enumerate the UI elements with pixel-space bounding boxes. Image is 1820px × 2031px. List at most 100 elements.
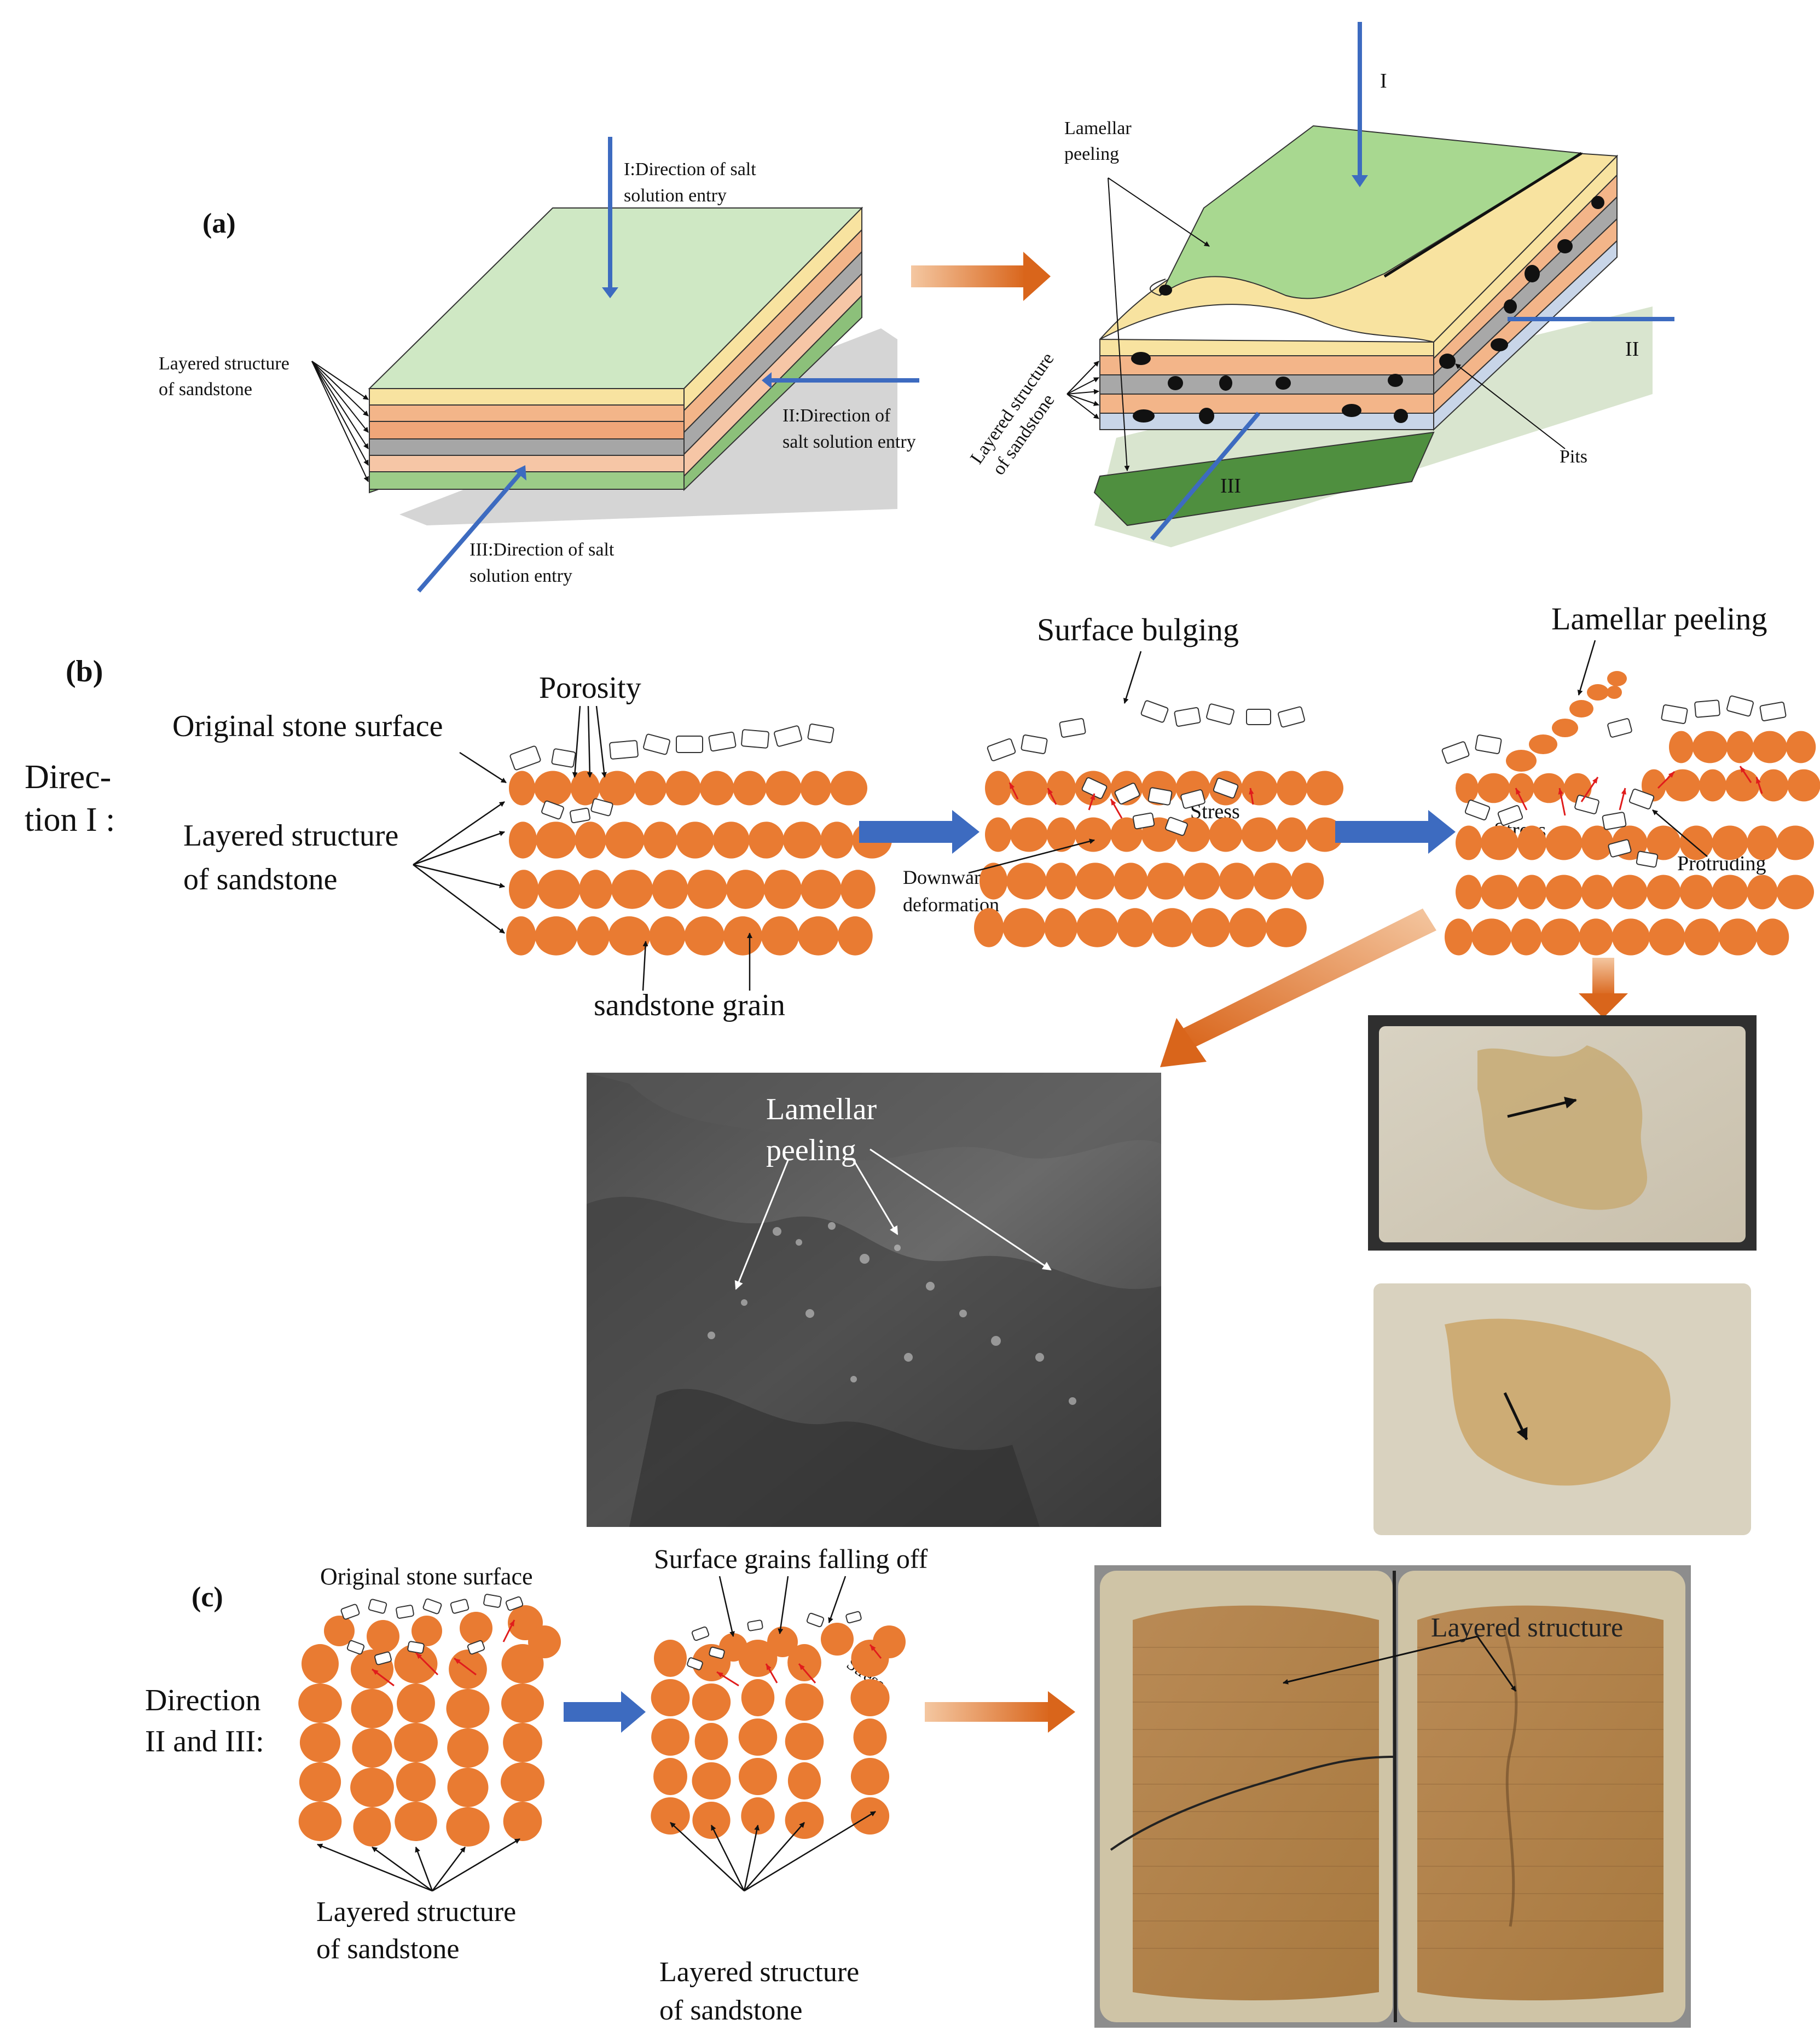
salt-crystal: [483, 1594, 502, 1608]
lamellar-peeling-label: Lamellar peeling: [1551, 601, 1767, 637]
stress-arrowhead: [1048, 788, 1053, 795]
sandstone-grain: [761, 916, 799, 956]
dir-II-label-1: II:Direction of: [783, 406, 891, 426]
dir-I-label-2: solution entry: [624, 186, 727, 206]
stress-arrowhead: [372, 1669, 379, 1675]
salt-crystal: [1574, 795, 1599, 814]
salt-crystal: [1059, 718, 1086, 738]
sandstone-grain: [694, 1723, 728, 1760]
sandstone-grain: [1044, 908, 1077, 947]
sandstone-grain: [763, 870, 802, 909]
transition-arrows-b: [859, 810, 1456, 854]
sandstone-grain: [1445, 918, 1473, 956]
right-block-pointers: [1067, 177, 1566, 471]
sandstone-grain: [352, 1728, 392, 1768]
sandstone-grain: [692, 1683, 731, 1721]
sandstone-grain: [798, 916, 839, 956]
salt-crystal: [1441, 741, 1470, 764]
sandstone-grain: [579, 870, 612, 909]
sandstone-grain: [783, 821, 822, 859]
salt-crystal: [1246, 709, 1271, 725]
sandstone-grain: [509, 771, 535, 806]
stress-arrowhead: [1010, 783, 1015, 789]
sandstone-grain: [649, 916, 686, 956]
sandstone-grain: [1306, 817, 1344, 852]
sandstone-grain: [787, 1762, 821, 1799]
surface-grain: [367, 1620, 399, 1653]
sandstone-grain: [1725, 769, 1760, 802]
label-I-right: I: [1380, 70, 1387, 92]
stress-arrowhead: [1592, 777, 1598, 784]
sandstone-grain: [611, 870, 653, 909]
layered-structure-photo-label: Layered structure: [1431, 1612, 1623, 1642]
sandstone-grain: [1581, 875, 1614, 910]
stress-arrowhead: [1558, 788, 1563, 795]
sandstone-grain: [1612, 918, 1650, 956]
layered-label-c-right-1: Layered structure: [659, 1957, 859, 1988]
sandstone-grain: [608, 916, 651, 956]
layered-block-right: [1093, 125, 1653, 547]
sandstone-grain: [723, 916, 762, 956]
sandstone-grain: [1241, 771, 1278, 806]
salt-crystal: [1694, 699, 1720, 718]
surface-grain: [324, 1616, 355, 1646]
salt-crystal: [1759, 702, 1787, 721]
salt-crystal: [1213, 778, 1239, 798]
stress-arrowhead: [1668, 772, 1674, 778]
sandstone-grain: [739, 1758, 777, 1795]
sandstone-grain: [840, 870, 876, 909]
sandstone-grain: [785, 1723, 824, 1760]
sandstone-grain: [1276, 771, 1307, 806]
grain-stage-5: [651, 1611, 906, 1839]
sandstone-grain: [503, 1802, 542, 1841]
salt-crystal: [467, 1640, 485, 1655]
sandstone-grain: [298, 1802, 342, 1841]
layered-label-a-left-1: Layered structure: [159, 354, 289, 374]
sandstone-grain: [509, 821, 537, 859]
sandstone-grain: [395, 1802, 437, 1841]
salt-crystal: [1608, 839, 1632, 858]
sandstone-grain: [800, 771, 831, 806]
salt-crystal: [691, 1626, 710, 1641]
surface-grain: [411, 1616, 442, 1646]
sandstone-grain: [1477, 773, 1510, 803]
pits-label: Pits: [1560, 447, 1587, 467]
direction-IIIII-label-1: Direction: [145, 1683, 260, 1717]
stone-photo-1: [1368, 1015, 1757, 1251]
sandstone-grain: [712, 821, 750, 859]
sandstone-grain: [1579, 918, 1613, 956]
sandstone-grain: [501, 1683, 544, 1723]
salt-crystal: [1180, 789, 1205, 809]
grain-stage-1: [506, 724, 892, 956]
salt-crystal: [450, 1599, 470, 1614]
stress-arrowhead: [1090, 794, 1095, 800]
sem-image: Lamellar peeling: [587, 1073, 1161, 1527]
sandstone-grain: [1456, 875, 1482, 910]
sandstone-grain: [1076, 908, 1118, 947]
salt-crystal: [1661, 704, 1688, 724]
sandstone-grain: [726, 870, 765, 909]
sandstone-grain: [741, 1797, 775, 1835]
sandstone-grain: [801, 870, 842, 909]
sandstone-grain: [1010, 771, 1048, 806]
sandstone-grain: [692, 1802, 731, 1839]
panel-c-pointers: [317, 1576, 876, 1892]
sandstone-grain: [985, 817, 1011, 852]
sandstone-grain: [1679, 875, 1713, 910]
sandstone-grain: [1006, 863, 1047, 900]
stress-arrowhead: [870, 1645, 876, 1651]
sandstone-grain: [1758, 769, 1789, 802]
surface-grain: [767, 1627, 798, 1657]
salt-crystal: [747, 1619, 763, 1631]
sandstone-grain: [651, 1797, 690, 1835]
sandstone-grain: [979, 863, 1008, 900]
salt-crystal: [687, 1657, 703, 1670]
stress-arrowhead: [799, 1664, 805, 1670]
sandstone-grain: [1291, 863, 1324, 900]
sandstone-grain: [1241, 817, 1278, 852]
sandstone-grain: [1228, 908, 1267, 947]
peeling-grain: [1607, 686, 1622, 699]
sandstone-grain: [684, 916, 724, 956]
sandstone-grain: [1533, 773, 1565, 803]
grain-label: sandstone grain: [594, 988, 785, 1022]
